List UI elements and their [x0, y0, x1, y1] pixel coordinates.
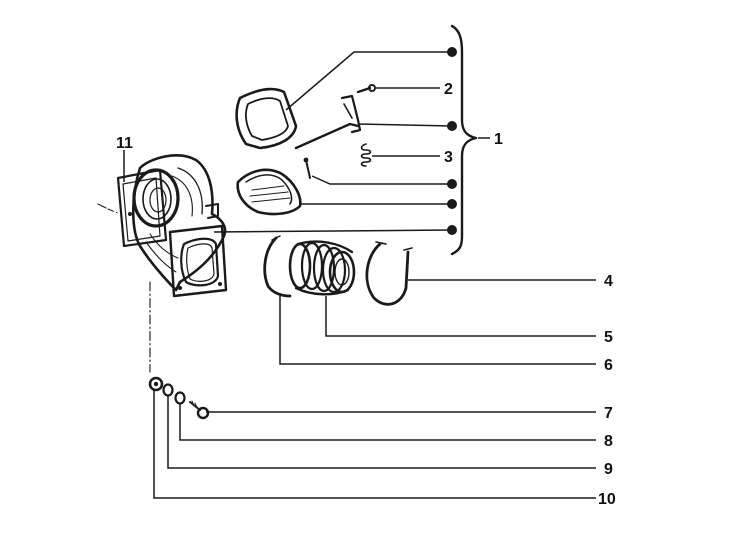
control-lever	[294, 94, 362, 150]
callout-2: 2	[444, 81, 453, 98]
callout-10: 10	[598, 491, 616, 508]
gasket-frame	[235, 87, 298, 150]
pin	[303, 157, 311, 179]
screw-part-2	[356, 84, 376, 94]
blower-housing-part-11	[97, 154, 228, 373]
washer-part-9	[162, 383, 174, 397]
callout-3: 3	[444, 149, 453, 166]
callout-1: 1	[494, 131, 503, 148]
callout-7: 7	[604, 405, 613, 422]
filter-flap-plate	[236, 168, 302, 216]
callout-6: 6	[604, 357, 613, 374]
bolt-part-7	[189, 400, 210, 420]
spring-part-3	[360, 143, 372, 167]
nut-part-10	[148, 376, 164, 392]
washer-part-8	[174, 391, 186, 405]
leader-lines	[123, 51, 596, 499]
clamp-band-part-4	[365, 241, 413, 306]
callout-4: 4	[604, 273, 613, 290]
assembly-brace-part-1	[450, 24, 478, 256]
callout-11: 11	[116, 135, 133, 152]
callout-9: 9	[604, 461, 613, 478]
callout-labels: 1 2 3 4 5 6 7 8 9 10 11	[116, 81, 616, 508]
callout-5: 5	[604, 329, 613, 346]
corrugated-hose-part-5	[288, 240, 356, 296]
callout-8: 8	[604, 433, 613, 450]
hose-clamp-part-6	[263, 235, 292, 298]
bracket-dots	[447, 47, 457, 235]
